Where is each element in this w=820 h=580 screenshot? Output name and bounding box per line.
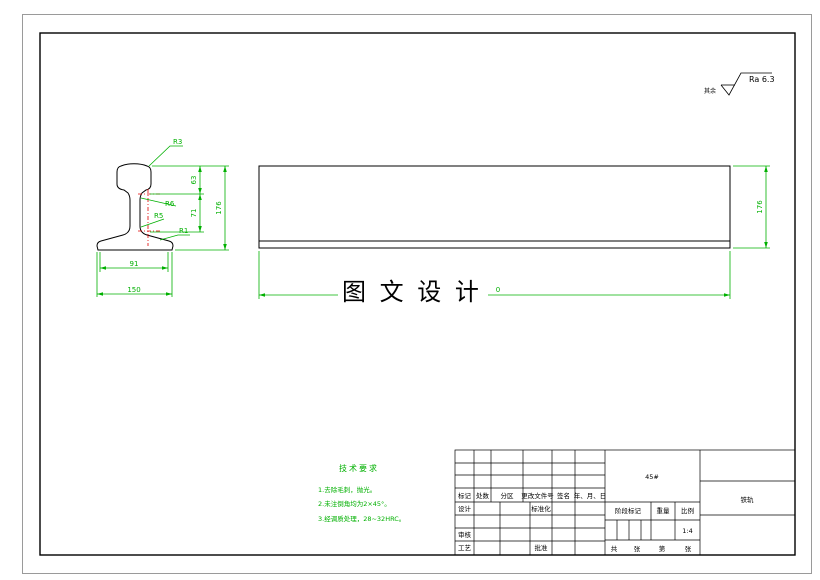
dim-150-text: 150	[127, 286, 140, 294]
dim-height-text: 176	[756, 200, 764, 214]
dim-63-text: 63	[190, 176, 198, 185]
roughness-label: 其余	[704, 87, 716, 95]
weight-label: 重量	[657, 507, 671, 515]
rail-side-view: 176 0	[258, 165, 770, 299]
design-label: 设计	[458, 504, 472, 513]
part-name: 铁轨	[741, 495, 755, 504]
dim-176-text: 176	[215, 201, 223, 215]
roughness-symbol: 其余 Ra 6.3	[704, 72, 775, 96]
tech-req-item: 1.去除毛刺，抛光。	[318, 485, 376, 494]
tech-req-item: 2.未注倒角均为2×45°。	[318, 499, 391, 508]
sheet-total-label: 共	[611, 544, 618, 553]
sheet-number-label: 第	[659, 544, 666, 553]
header-count: 处数	[476, 491, 490, 500]
tech-req-title: 技术要求	[339, 463, 379, 473]
watermark-background	[338, 275, 488, 306]
radius-r1-leader	[159, 234, 190, 241]
standardization-label: 标准化	[531, 504, 551, 513]
roughness-value: Ra 6.3	[749, 75, 775, 84]
outer-border	[22, 14, 812, 574]
dim-71-text: 71	[190, 209, 198, 218]
radius-r3-text: R3	[173, 138, 182, 146]
radius-r5-text: R5	[154, 212, 163, 220]
tech-req-item: 3.经调质处理，28~32HRC。	[318, 514, 405, 523]
approval-label: 批准	[535, 543, 549, 552]
rail-body	[258, 165, 731, 249]
title-block: 标记 处数 分区 更改文件号 签名 年、月、日 设计 标准化 审核 工艺 批准 …	[454, 449, 796, 556]
drawing-frame	[39, 32, 796, 556]
radius-r5-leader	[140, 218, 165, 228]
header-change-doc: 更改文件号	[521, 491, 554, 500]
scale-value: 1:4	[682, 527, 692, 535]
header-signature: 签名	[557, 491, 570, 500]
header-mark: 标记	[458, 491, 472, 500]
process-label: 工艺	[458, 544, 472, 552]
review-label: 审核	[458, 530, 472, 539]
radius-r1-text: R1	[179, 227, 188, 235]
dim-length-text: 0	[496, 286, 500, 294]
scale-label: 比例	[681, 506, 694, 515]
dim-91-text: 91	[130, 260, 139, 268]
header-zone: 分区	[501, 491, 515, 500]
material-text: 45#	[645, 473, 659, 481]
header-date: 年、月、日	[574, 491, 607, 500]
radius-r6-leader	[140, 197, 177, 207]
sheet-total-unit: 张	[634, 544, 641, 553]
watermark-text: 图 文 设 计	[342, 278, 482, 306]
stage-mark-label: 阶段标记	[615, 506, 642, 515]
roughness-check-icon	[720, 72, 772, 96]
rail-cross-section: 63 71 176 R3 R6 R5 R1 91 150	[96, 138, 229, 297]
rail-profile	[96, 163, 174, 251]
radius-r3-leader	[148, 145, 183, 167]
sheet-number-unit: 张	[685, 544, 692, 553]
title-block-frame	[454, 449, 796, 556]
radius-r6-text: R6	[165, 200, 175, 208]
watermark: 图 文 设 计	[338, 275, 488, 306]
technical-requirements: 技术要求 1.去除毛刺，抛光。 2.未注倒角均为2×45°。 3.经调质处理，2…	[318, 463, 405, 523]
